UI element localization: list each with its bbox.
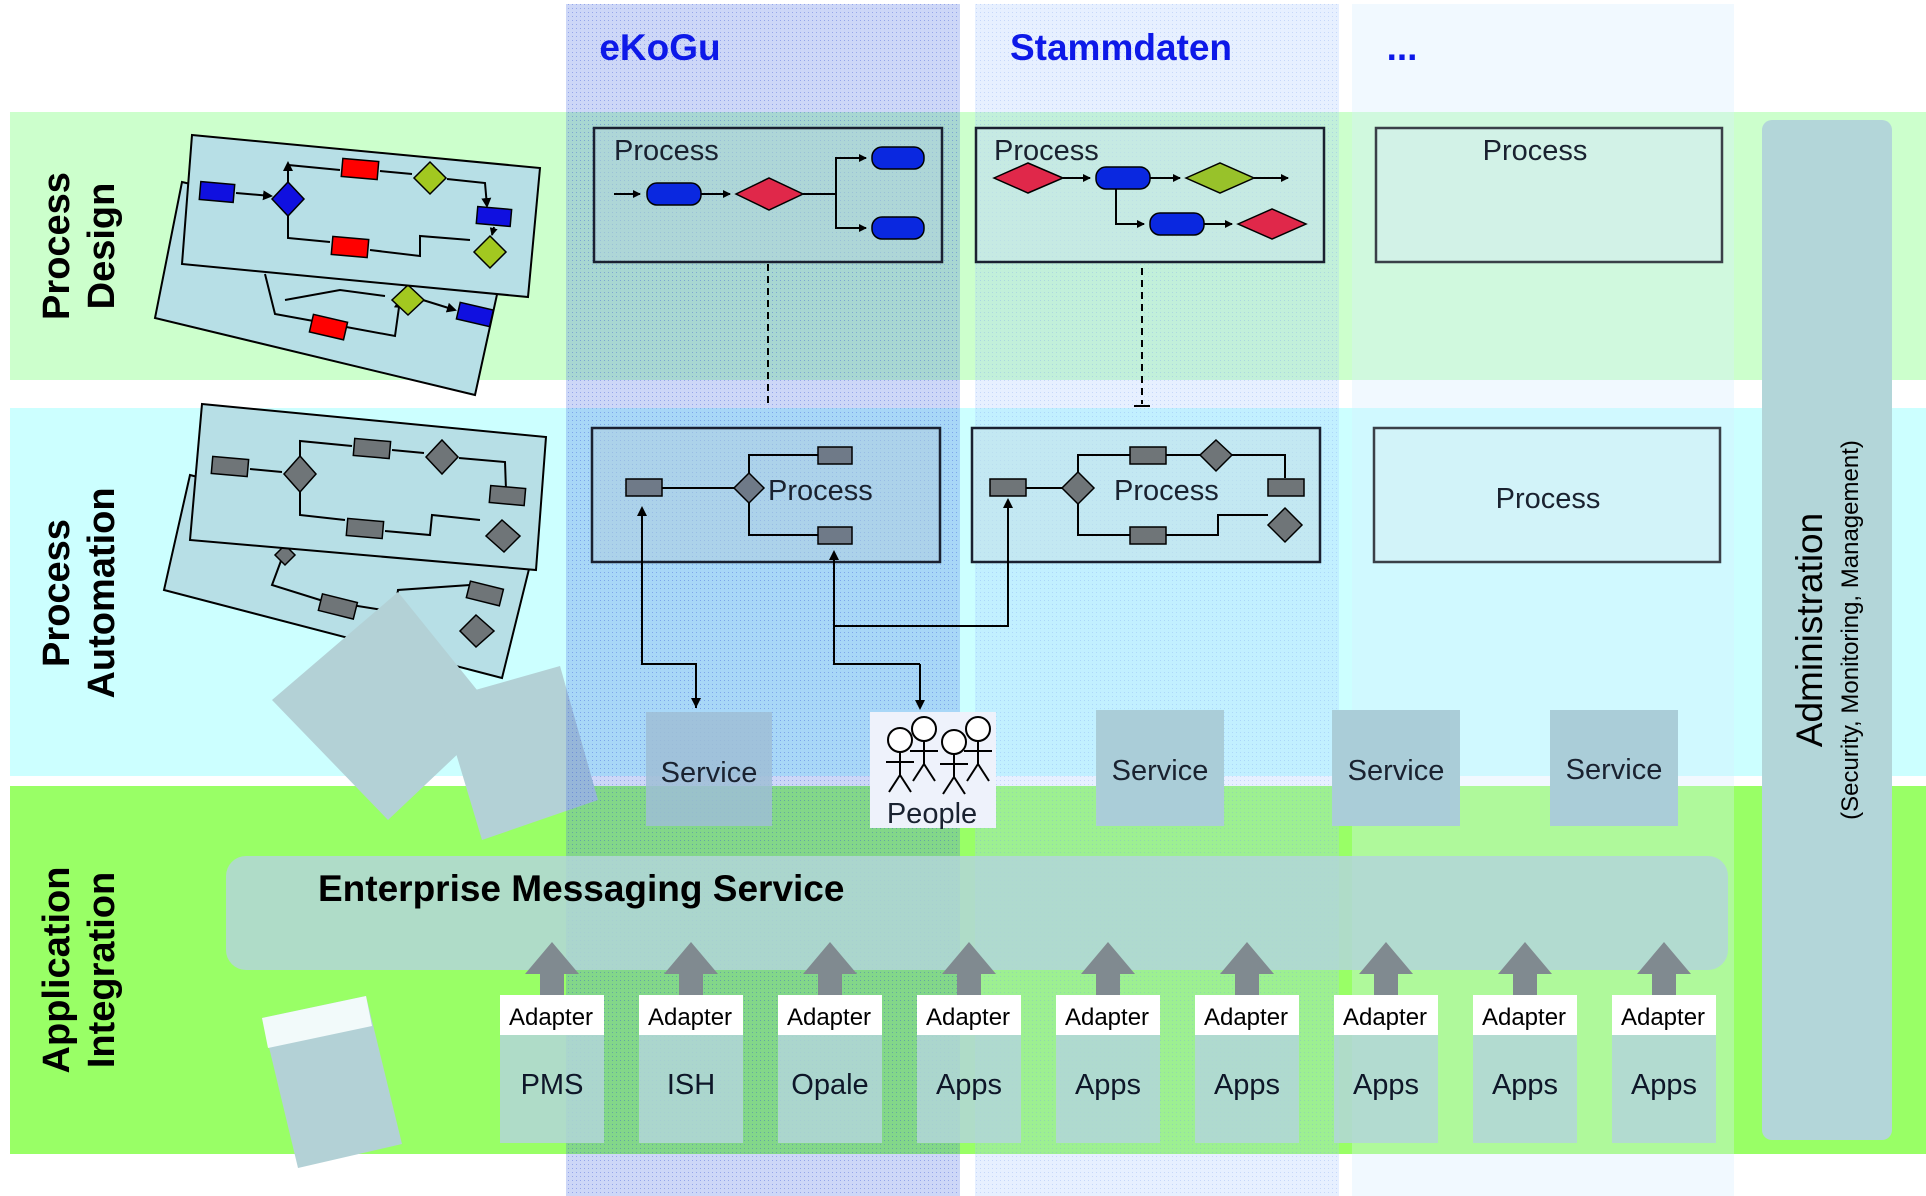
administration-title: Administration	[1789, 513, 1830, 747]
design-process-ekogu: Process	[592, 126, 944, 264]
automation-process-ekogu-label: Process	[768, 475, 873, 507]
service-box-4	[1550, 710, 1678, 826]
adapter-arrow-icon	[664, 942, 718, 995]
people-box: People	[870, 712, 996, 830]
adapter-arrow-icon	[1220, 942, 1274, 995]
adapter-arrow-icon	[803, 942, 857, 995]
automation-process-ekogu: Process	[590, 426, 942, 564]
design-card-front	[180, 133, 542, 299]
deco-card	[262, 996, 402, 1168]
adapter-label: Adapter	[787, 1004, 871, 1031]
layer-label-automation-2: Automation	[81, 487, 123, 698]
automation-process-stammdaten-label: Process	[1114, 475, 1219, 507]
adapter-arrow-icon	[1081, 942, 1135, 995]
column-title-more: ...	[1387, 27, 1418, 68]
adapter-label: Adapter	[648, 1004, 732, 1031]
adapter-label-strip	[500, 995, 604, 1035]
system-label: ISH	[667, 1069, 715, 1101]
deco-block-1	[272, 592, 498, 820]
adapter-label: Adapter	[1482, 1004, 1566, 1031]
adapter-label: Adapter	[1343, 1004, 1427, 1031]
adapter-label-strip	[1195, 995, 1299, 1035]
service-label-4: Service	[1566, 754, 1663, 786]
design-process-stammdaten-label: Process	[994, 135, 1099, 167]
adapter-label: Adapter	[1204, 1004, 1288, 1031]
automation-process-more: Process	[1372, 426, 1722, 564]
service-box-3	[1332, 710, 1460, 826]
system-label: Apps	[936, 1069, 1002, 1101]
service-box-2	[1096, 710, 1224, 826]
system-label: Apps	[1631, 1069, 1697, 1101]
column-title-ekogu: eKoGu	[599, 27, 720, 68]
adapter-label-strip	[1473, 995, 1577, 1035]
adapter-arrow-icon	[525, 942, 579, 995]
adapter-label-strip	[1056, 995, 1160, 1035]
adapter-label-strip	[1612, 995, 1716, 1035]
service-label-1: Service	[661, 757, 758, 789]
enterprise-messaging-service	[226, 856, 1728, 970]
people-icon	[886, 716, 992, 795]
administration-subtitle: (Security, Monitoring, Management)	[1837, 440, 1864, 820]
layer-label-design-2: Design	[81, 183, 123, 310]
adapter-arrow-icon	[1637, 942, 1691, 995]
layer-label-integration-2: Integration	[81, 872, 123, 1068]
design-process-stammdaten: Process	[974, 126, 1326, 264]
system-label: Apps	[1075, 1069, 1141, 1101]
ems-label: Enterprise Messaging Service	[318, 868, 844, 909]
service-label-3: Service	[1348, 755, 1445, 787]
adapter-row: AdapterPMSAdapterISHAdapterOpaleAdapterA…	[500, 942, 1716, 1143]
design-process-ekogu-label: Process	[614, 135, 719, 167]
administration-bar	[1762, 120, 1892, 1140]
adapter-label-strip	[639, 995, 743, 1035]
adapter-label-strip	[1334, 995, 1438, 1035]
service-label-2: Service	[1112, 755, 1209, 787]
layer-label-automation-1: Process	[36, 519, 78, 667]
column-title-stammdaten: Stammdaten	[1010, 27, 1232, 68]
adapter-arrow-icon	[1498, 942, 1552, 995]
service-box-1	[646, 712, 772, 826]
layer-label-design-1: Process	[36, 172, 78, 320]
automation-card-front	[188, 402, 548, 572]
adapter-arrow-icon	[942, 942, 996, 995]
adapter-label: Adapter	[509, 1004, 593, 1031]
adapter-arrow-icon	[1359, 942, 1413, 995]
adapter-label: Adapter	[926, 1004, 1010, 1031]
system-label: PMS	[521, 1069, 584, 1101]
layer-label-integration-1: Application	[36, 867, 78, 1074]
adapter-label-strip	[778, 995, 882, 1035]
adapter-label-strip	[917, 995, 1021, 1035]
system-label: Opale	[791, 1069, 868, 1101]
automation-process-stammdaten: Process	[970, 426, 1322, 564]
system-label: Apps	[1353, 1069, 1419, 1101]
automation-process-more-label: Process	[1496, 483, 1601, 515]
adapter-label: Adapter	[1621, 1004, 1705, 1031]
deco-block-2	[440, 666, 598, 840]
adapter-label: Adapter	[1065, 1004, 1149, 1031]
system-label: Apps	[1214, 1069, 1280, 1101]
system-label: Apps	[1492, 1069, 1558, 1101]
people-label: People	[887, 798, 977, 830]
flow-arrows	[637, 498, 1013, 710]
design-process-more: Process	[1374, 126, 1724, 264]
design-process-more-label: Process	[1483, 135, 1588, 167]
